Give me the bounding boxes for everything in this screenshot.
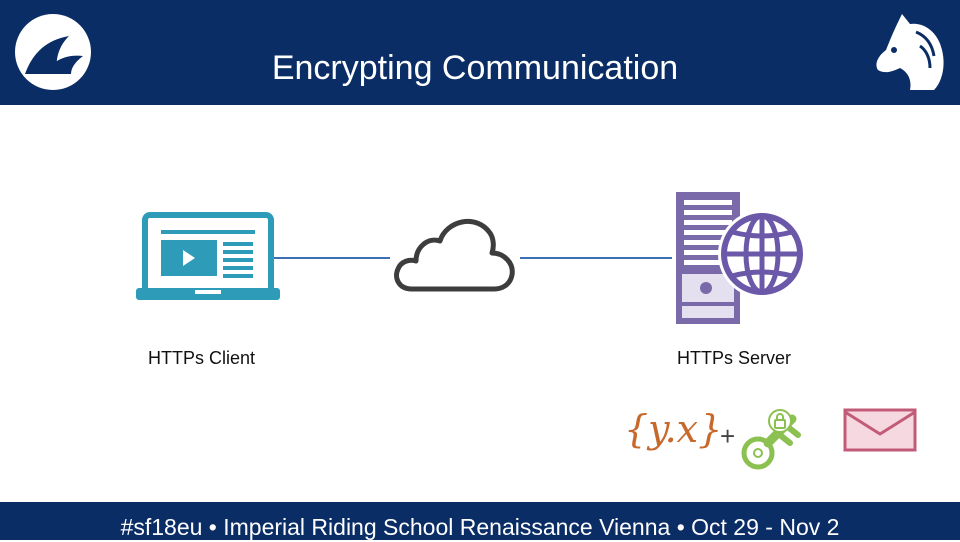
server-label: HTTPs Server (677, 348, 792, 368)
shark-fin-logo-icon (15, 14, 91, 90)
horse-head-logo-icon (876, 14, 944, 90)
laptop-icon (136, 212, 280, 300)
plus-sign: + (720, 421, 736, 451)
server-globe-icon (676, 192, 806, 324)
footer-text: #sf18eu • Imperial Riding School Renaiss… (120, 514, 840, 540)
cloud-icon (394, 219, 515, 292)
key-lock-icon (741, 409, 801, 470)
footer-bar (0, 502, 960, 540)
header-bar (0, 0, 960, 105)
envelope-icon (843, 408, 917, 452)
slide-title: Encrypting Communication (271, 49, 679, 87)
formula-text: {y.x} (624, 407, 723, 451)
formula-braces: {y.x} (624, 404, 722, 464)
client-label: HTTPs Client (148, 348, 256, 368)
